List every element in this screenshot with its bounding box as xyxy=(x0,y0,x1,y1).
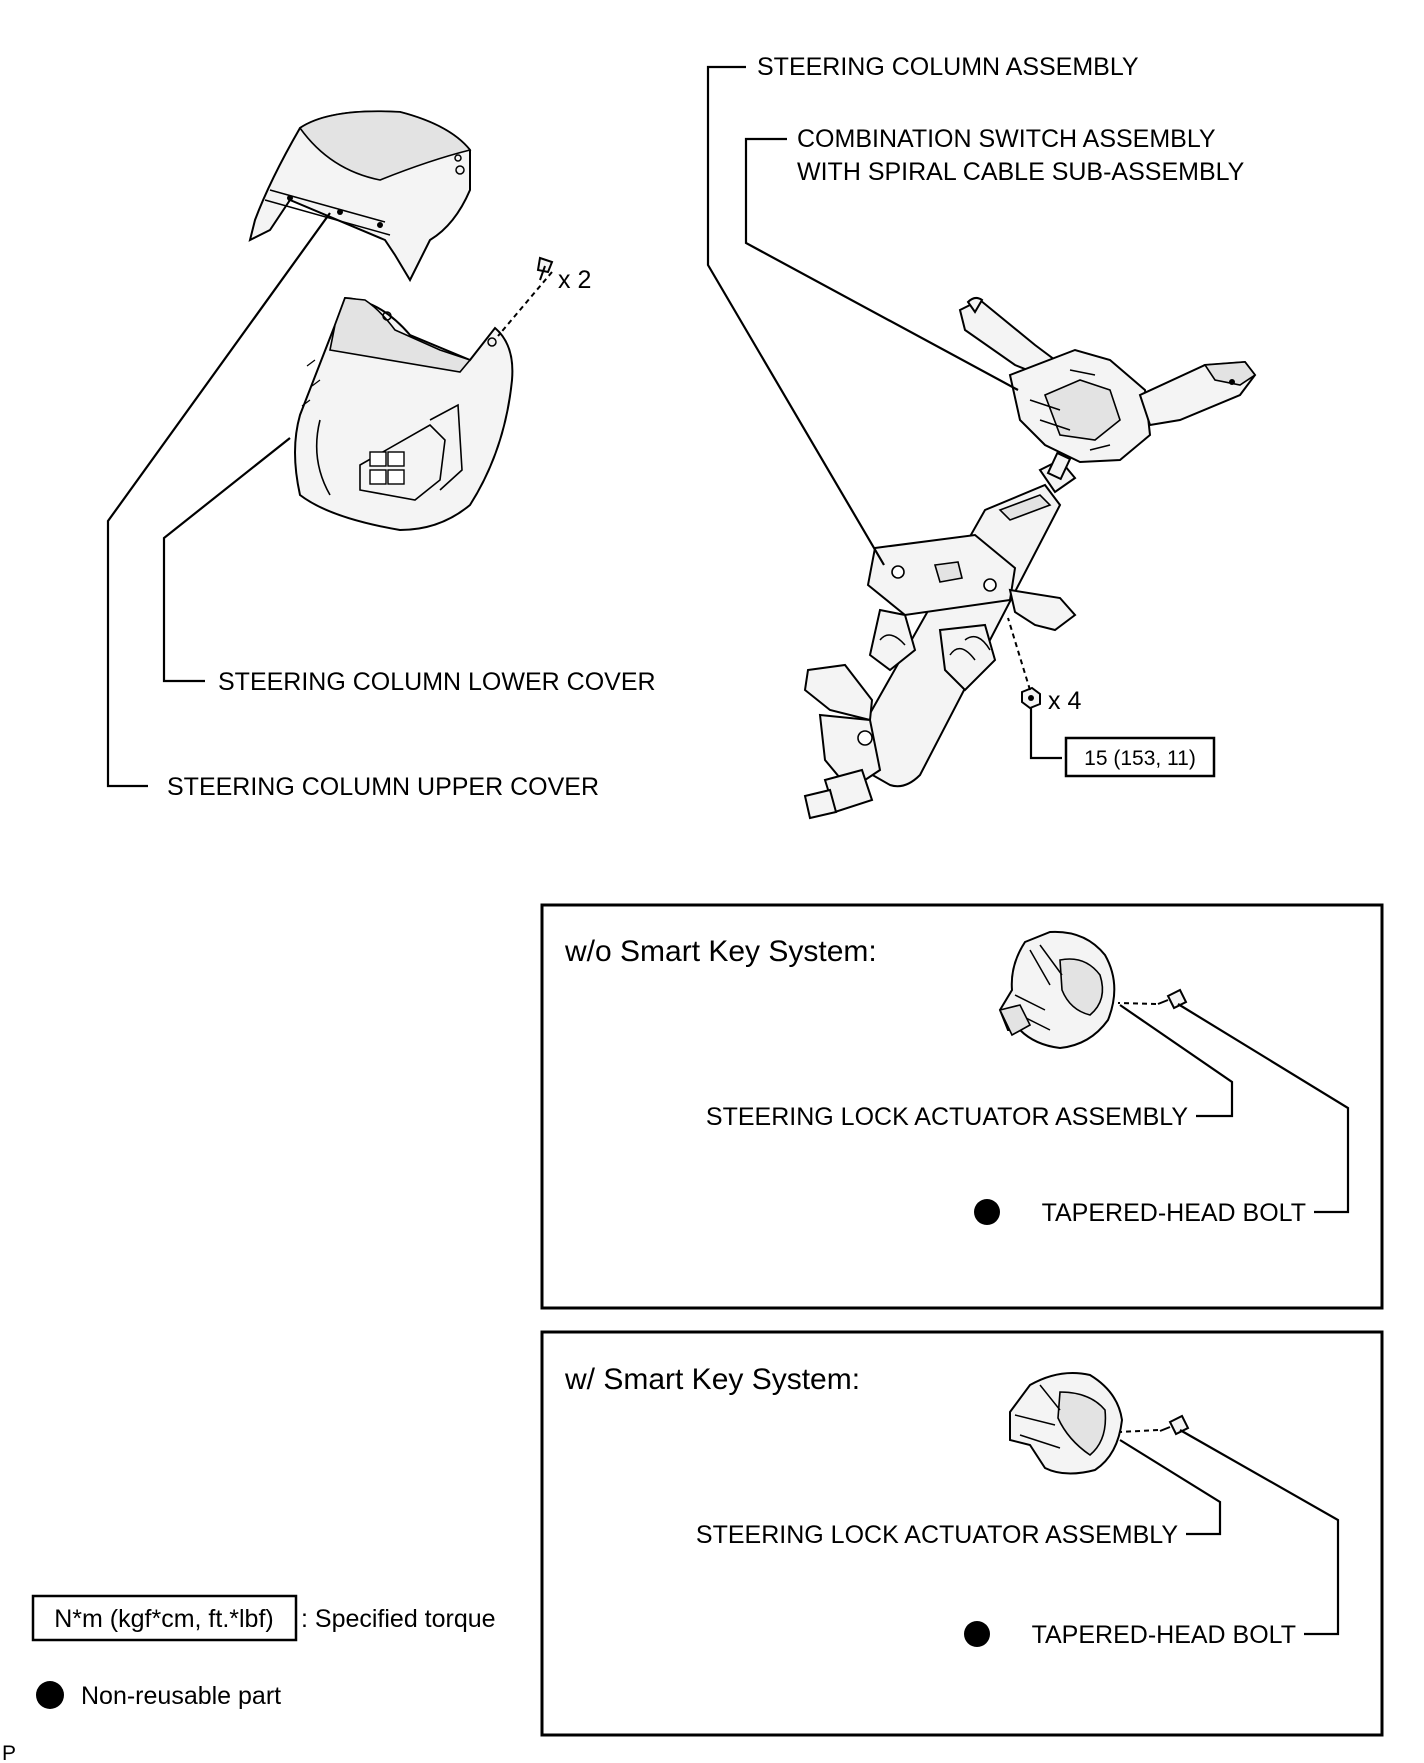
panel-with-smart-key xyxy=(540,1330,1384,1737)
combination-switch-leader xyxy=(744,137,1019,391)
steering-column-assembly-label: STEERING COLUMN ASSEMBLY xyxy=(757,53,1139,81)
torque-box xyxy=(1064,736,1216,778)
actuator-wo-label: STEERING LOCK ACTUATOR ASSEMBLY xyxy=(706,1103,1188,1131)
tapered-head-bolt-w-icon xyxy=(1159,1414,1190,1436)
actuator-wo-leader xyxy=(1119,1004,1234,1118)
column-nut-dashed-line xyxy=(1007,617,1031,691)
lower-cover-leader xyxy=(162,437,291,683)
panel-without-smart-key-title: w/o Smart Key System: xyxy=(564,935,877,968)
combination-switch-label-line1: COMBINATION SWITCH ASSEMBLY xyxy=(797,125,1216,153)
steering-lock-actuator-wo-drawing xyxy=(998,930,1116,1050)
legend-non-reusable-icon xyxy=(36,1681,64,1709)
nut-quantity-text: x 4 xyxy=(1048,687,1081,715)
upper-cover-label: STEERING COLUMN UPPER COVER xyxy=(167,773,599,801)
steering-column-upper-cover-drawing xyxy=(248,110,472,283)
upper-cover-leader xyxy=(106,212,331,788)
legend-torque-unit: N*m (kgf*cm, ft.*lbf) xyxy=(54,1605,273,1633)
combination-switch-label-line2: WITH SPIRAL CABLE SUB-ASSEMBLY xyxy=(797,158,1245,186)
steering-column-lower-cover-drawing xyxy=(294,296,514,532)
bolt-wo-label: TAPERED-HEAD BOLT xyxy=(1042,1199,1306,1227)
panel-with-smart-key-title: w/ Smart Key System: xyxy=(564,1363,860,1396)
steering-column-assembly-leader xyxy=(706,65,885,566)
non-reusable-w-icon xyxy=(964,1621,990,1647)
non-reusable-wo-icon xyxy=(974,1199,1000,1225)
panel-without-smart-key xyxy=(540,903,1384,1310)
legend-non-reusable-desc: Non-reusable part xyxy=(81,1682,281,1710)
bolt-w-label: TAPERED-HEAD BOLT xyxy=(1032,1621,1296,1649)
column-nut-icon xyxy=(1021,686,1041,710)
screw-quantity-text: x 2 xyxy=(558,266,591,294)
actuator-w-leader xyxy=(1119,1439,1222,1536)
legend-torque-desc: : Specified torque xyxy=(301,1605,496,1633)
tapered-head-bolt-wo-icon xyxy=(1157,988,1188,1010)
steering-column-assembly-drawing xyxy=(803,451,1077,820)
torque-leader-line xyxy=(1029,708,1062,760)
bolt-w-leader xyxy=(1179,1429,1340,1636)
steering-lock-actuator-w-drawing xyxy=(1009,1372,1124,1475)
cover-screw-dashed-line xyxy=(497,271,553,337)
bolt-wo-dashed-line xyxy=(1117,1002,1157,1005)
bolt-wo-leader xyxy=(1177,1003,1350,1214)
actuator-w-label: STEERING LOCK ACTUATOR ASSEMBLY xyxy=(696,1521,1178,1549)
bolt-w-dashed-line xyxy=(1119,1429,1159,1433)
combination-switch-drawing xyxy=(958,296,1257,464)
torque-value-text: 15 (153, 11) xyxy=(1084,747,1196,770)
legend-torque-box xyxy=(31,1594,298,1642)
cover-screw-icon xyxy=(536,256,554,281)
footer-mark: P xyxy=(2,1742,16,1763)
lower-cover-label: STEERING COLUMN LOWER COVER xyxy=(218,668,656,696)
